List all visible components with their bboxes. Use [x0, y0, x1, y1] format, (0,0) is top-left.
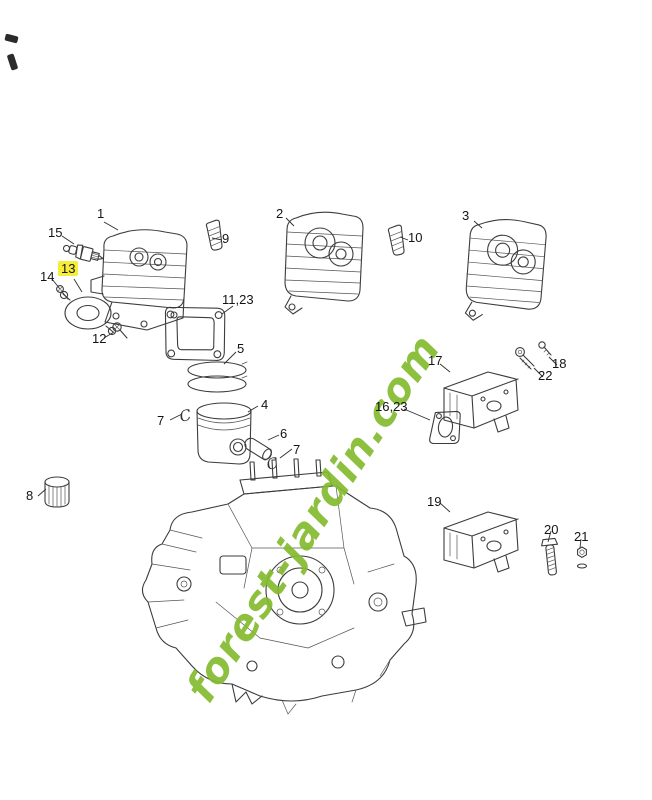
callout-7-right: 7 — [293, 442, 301, 457]
callout-13: 13 — [58, 261, 79, 276]
callout-7-left: 7 — [157, 413, 165, 428]
callout-15: 15 — [48, 225, 63, 240]
callout-16-23: 16,23 — [375, 399, 408, 414]
cylinder-2-drawing — [284, 211, 364, 315]
callout-22: 22 — [538, 368, 553, 383]
callout-8: 8 — [26, 488, 34, 503]
wrist-pin-drawing — [244, 437, 272, 461]
callout-20: 20 — [544, 522, 559, 537]
callout-1: 1 — [97, 206, 105, 221]
manifold-flange-13-drawing — [59, 290, 117, 336]
callout-5: 5 — [237, 341, 245, 356]
part-10-drawing — [387, 224, 408, 257]
muffler-17-drawing — [443, 371, 519, 433]
callout-19: 19 — [427, 494, 442, 509]
muffler-screw-20-drawing — [541, 537, 559, 576]
callout-21: 21 — [574, 529, 589, 544]
crankcase-assembly-drawing — [141, 458, 427, 715]
callout-2: 2 — [276, 206, 284, 221]
spark-plug-drawing — [62, 244, 104, 262]
callout-17: 17 — [428, 353, 443, 368]
bearing-8-drawing — [44, 476, 70, 508]
callout-11-23: 11,23 — [222, 292, 254, 307]
callout-4: 4 — [261, 397, 269, 412]
screw-12-drawing — [112, 322, 128, 339]
muffler-screw-18-drawing — [538, 341, 552, 356]
callout-18: 18 — [552, 356, 567, 371]
circlip-symbol-left: C — [178, 406, 194, 426]
piston-drawing — [196, 402, 252, 465]
callout-12: 12 — [92, 331, 107, 346]
callout-3: 3 — [462, 208, 470, 223]
muffler-19-drawing — [443, 511, 519, 573]
cylinder-3-drawing — [464, 217, 548, 324]
callout-6: 6 — [280, 426, 288, 441]
callout-9: 9 — [222, 231, 230, 246]
cylinder-assembly-1-drawing — [90, 229, 188, 331]
leader-lines — [37, 217, 582, 549]
callout-10: 10 — [408, 230, 423, 245]
muffler-screw-22-drawing — [515, 347, 535, 370]
piston-rings-drawing — [187, 361, 248, 393]
cylinder-gasket-drawing — [164, 306, 226, 361]
nut-21-drawing — [576, 546, 588, 569]
muffler-gasket-drawing — [429, 410, 461, 445]
callout-14: 14 — [40, 269, 55, 284]
